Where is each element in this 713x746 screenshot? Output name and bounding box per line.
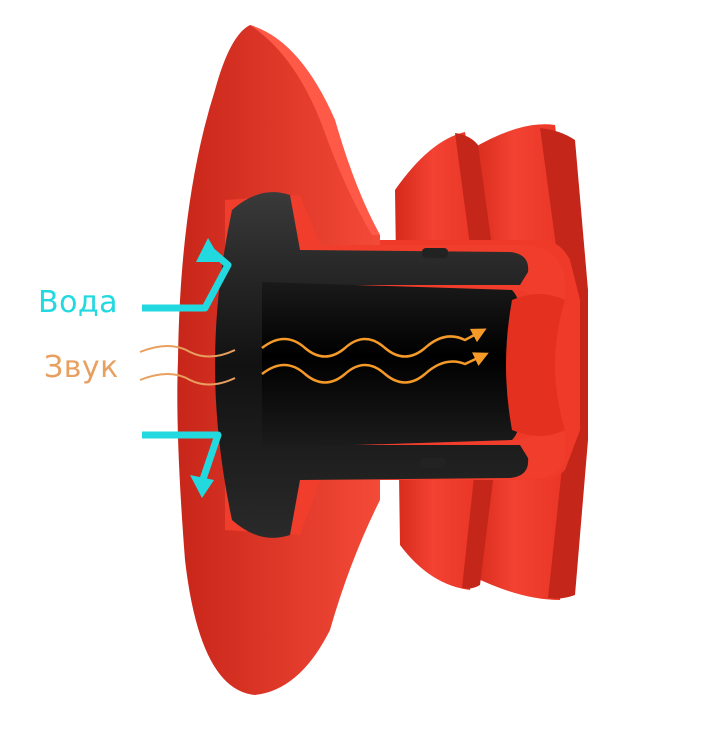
front-flange-rim [250, 25, 380, 235]
core-bore [262, 282, 522, 448]
sound-wave-outer-1 [139, 345, 236, 358]
water-arrow-top-head [196, 238, 222, 262]
stem-groove-bottom [420, 458, 446, 468]
stem-groove-top [422, 248, 448, 258]
water-arrow-bottom-head [190, 475, 214, 498]
core-insert [215, 192, 529, 538]
sound-label: Звук [44, 350, 119, 385]
sound-wave-outer-2 [139, 373, 236, 386]
sound-wave-inner-1 [261, 328, 487, 358]
water-arrow-bottom [142, 431, 222, 490]
rear-opening [506, 294, 565, 436]
sound-wave-inner-2 [261, 352, 489, 384]
water-label: Вода [38, 285, 119, 320]
